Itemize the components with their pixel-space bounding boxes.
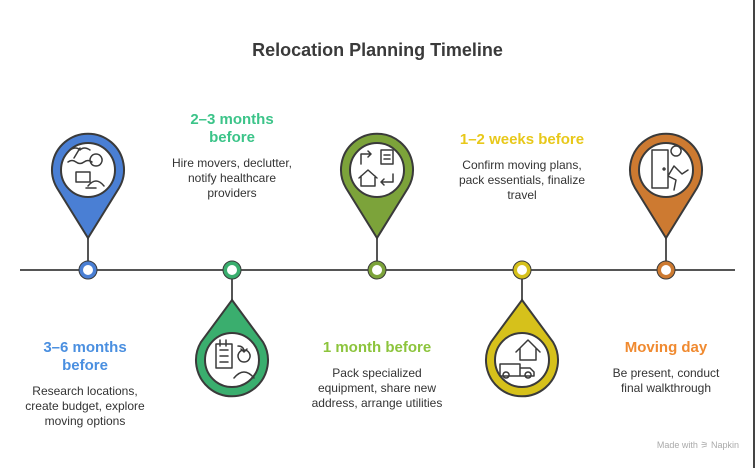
timeline-node <box>79 261 97 279</box>
step-2-pin <box>195 260 269 398</box>
timeline-node <box>223 261 241 279</box>
address-change-icon <box>358 149 394 187</box>
diagram-title: Relocation Planning Timeline <box>252 40 503 60</box>
timeline-node-outline <box>656 260 676 280</box>
timeline-node-outline <box>367 260 387 280</box>
timeline-node-outline <box>78 260 98 280</box>
step-heading: 2–3 months before <box>190 111 274 146</box>
door-walkthrough-icon <box>651 145 689 191</box>
step-5-pin <box>629 132 703 280</box>
step-3-pin <box>340 132 414 280</box>
pin-icon-circle <box>349 142 405 198</box>
timeline-node-outline <box>222 260 242 280</box>
step-description: Confirm moving plans, pack essentials, f… <box>458 158 586 202</box>
step-description: Hire movers, declutter, notify healthcar… <box>171 156 293 200</box>
pin-icon-circle <box>638 142 694 198</box>
timeline-node <box>657 261 675 279</box>
step-5-text: Moving day Be present, conduct final walk… <box>581 339 751 396</box>
step-heading: 1 month before <box>322 339 432 356</box>
timeline-node-outline <box>512 260 532 280</box>
step-heading: Moving day <box>624 339 708 356</box>
step-1-pin <box>51 132 125 280</box>
checklist-person-icon <box>215 339 255 379</box>
moving-truck-house-icon <box>499 339 541 379</box>
step-heading: 1–2 weeks before <box>459 131 585 148</box>
step-description: Be present, conduct final walkthrough <box>612 366 720 395</box>
vacation-laptop-icon <box>67 147 105 189</box>
step-description: Research locations, create budget, explo… <box>25 384 145 428</box>
step-description: Pack specialized equipment, share new ad… <box>311 366 443 410</box>
timeline-node <box>513 261 531 279</box>
step-4-pin <box>485 260 559 398</box>
timeline-node <box>368 261 386 279</box>
pin-icon-circle <box>60 142 116 198</box>
watermark: Made with ⚞ Napkin <box>656 440 739 450</box>
step-heading: 3–6 months before <box>43 339 127 374</box>
